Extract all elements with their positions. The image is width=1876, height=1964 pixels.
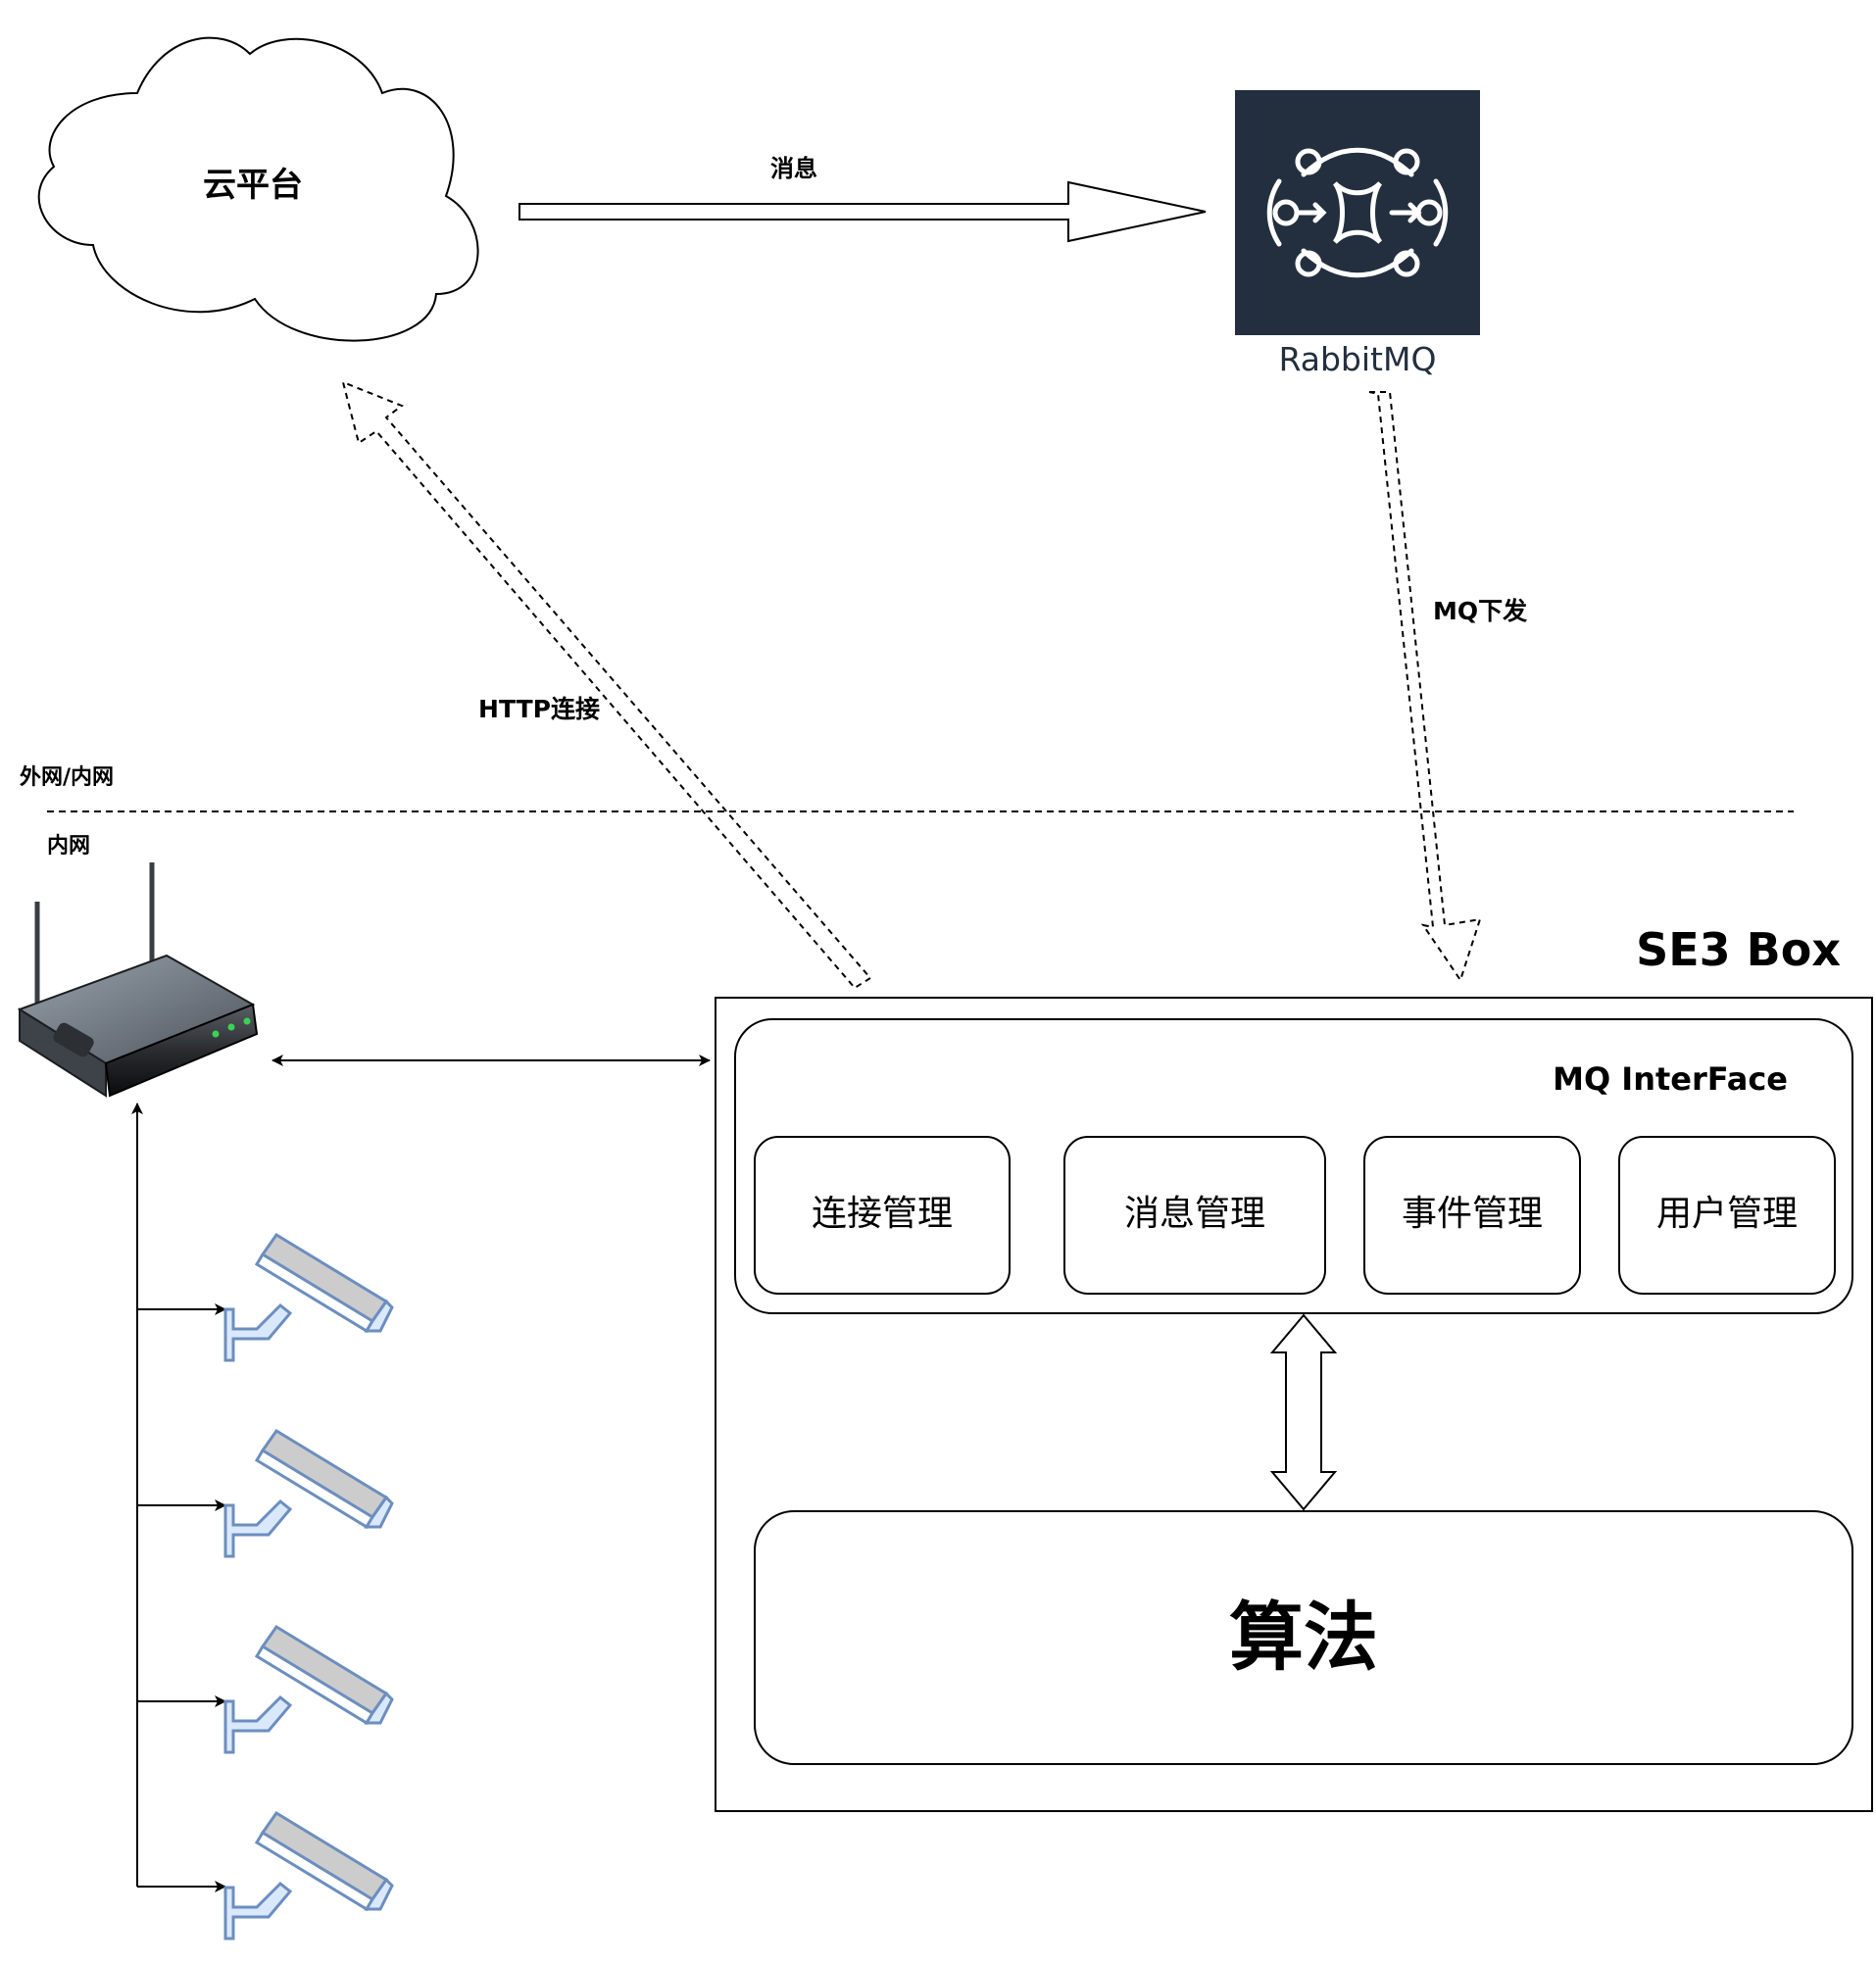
http-label: HTTP连接 <box>478 695 600 723</box>
module-label: 用户管理 <box>1656 1194 1798 1234</box>
mq-interface-group[interactable]: MQ InterFace 连接管理 消息管理 事件管理 用户管理 <box>734 1018 1853 1314</box>
mq-push-arrow[interactable]: MQ下发 <box>1368 391 1527 983</box>
module-label: 消息管理 <box>1124 1194 1265 1234</box>
camera-icon[interactable] <box>223 1625 394 1754</box>
mq-interface-title: MQ InterFace <box>1553 1060 1788 1098</box>
cloud-shape <box>37 36 479 342</box>
module-user[interactable]: 用户管理 <box>1618 1136 1836 1295</box>
message-arrow[interactable]: 消息 <box>518 155 1207 243</box>
algorithm-label: 算法 <box>1229 1594 1378 1681</box>
http-arrow-shape <box>341 380 872 990</box>
algorithm-box[interactable]: 算法 <box>754 1510 1853 1765</box>
rabbitmq-icon <box>1266 147 1449 278</box>
module-event[interactable]: 事件管理 <box>1363 1136 1581 1295</box>
se3-box[interactable]: SE3 Box MQ InterFace 连接管理 消息管理 事件管理 用户管理 <box>715 923 1873 1812</box>
message-label: 消息 <box>770 155 817 182</box>
cloud-label: 云平台 <box>203 166 303 205</box>
camera-icon[interactable] <box>223 1811 394 1940</box>
rabbitmq-label: RabbitMQ <box>1279 340 1437 378</box>
outer-zone-label: 外网/内网 <box>20 764 114 790</box>
cloud-node[interactable]: 云平台 <box>37 36 479 342</box>
rabbitmq-node[interactable]: RabbitMQ <box>1235 90 1480 378</box>
mq-push-label: MQ下发 <box>1433 597 1527 625</box>
module-label: 连接管理 <box>812 1194 953 1234</box>
http-arrow[interactable]: HTTP连接 <box>341 380 872 990</box>
message-arrow-shape <box>518 180 1207 243</box>
mq-push-arrow-shape <box>1368 391 1482 983</box>
network-zone-divider: 外网/内网 内网 <box>20 764 1794 859</box>
module-message[interactable]: 消息管理 <box>1063 1136 1326 1295</box>
camera-icon[interactable] <box>223 1233 394 1362</box>
camera-bus <box>131 1103 226 1892</box>
camera-icon[interactable] <box>223 1429 394 1558</box>
interface-algorithm-arrow[interactable] <box>1269 1313 1338 1511</box>
router-icon[interactable] <box>17 862 259 1098</box>
se3-title: SE3 Box <box>1636 923 1841 976</box>
inner-zone-label: 内网 <box>47 834 90 859</box>
module-label: 事件管理 <box>1402 1194 1543 1234</box>
module-connection[interactable]: 连接管理 <box>754 1136 1011 1295</box>
